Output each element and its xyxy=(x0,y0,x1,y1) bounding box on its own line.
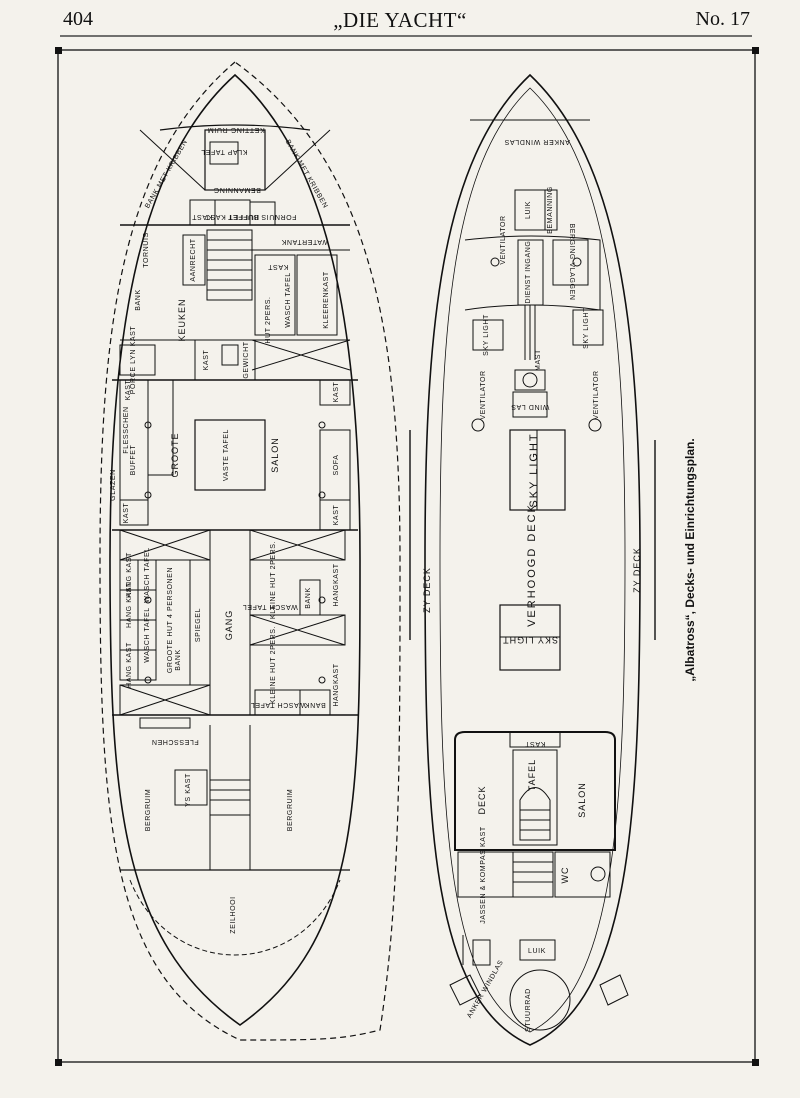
label-anker-windlas-top: ANKER WINDLAS xyxy=(504,138,570,145)
label-sky-light-1: SKY LIGHT xyxy=(483,314,490,356)
label-zeilhooi: ZEILHOOI xyxy=(230,896,237,933)
label-verhoogd-deck: VERHOOGD DECK xyxy=(526,503,538,627)
label-wasch-tafel-2: WASCH TAFEL xyxy=(144,547,151,602)
label-kast-6: KAST xyxy=(123,503,130,524)
label-deck: DECK xyxy=(477,785,487,814)
label-wasch-tafel-1: WASCH TAFEL xyxy=(285,272,292,327)
label-berging-vlaggen: BERGING VLAGGEN xyxy=(568,223,575,300)
label-hang-kast-3: HANG KAST xyxy=(126,642,133,688)
label-groote-hut: GROOTE HUT 4 PERSONEN xyxy=(167,567,174,673)
label-ventilator-1: VENTILATOR xyxy=(500,215,507,264)
label-bank-met-kribben-left: BANK MET KRIBBEN xyxy=(144,139,189,210)
label-hut-2pers-1: HUT 2PERS. xyxy=(265,296,272,343)
label-groote: GROOTE xyxy=(170,432,180,477)
label-gang: GANG xyxy=(224,610,234,641)
label-spiegel: SPIEGEL xyxy=(195,608,202,642)
label-aanrecht: AANRECHT xyxy=(190,238,197,281)
label-fornuis-buffet: FORNUIS BUFFET xyxy=(227,213,296,220)
label-wc: WC xyxy=(560,867,570,884)
label-dienst-ingang: DIENST INGANG xyxy=(525,241,532,304)
label-kast-top: KAST xyxy=(525,740,546,747)
label-glazen: GLAZEN xyxy=(110,469,117,501)
page-number: 404 xyxy=(63,8,93,30)
figure-caption: „Albatross“, Decks- und Einrichtungsplan… xyxy=(683,438,697,682)
label-zy-deck-right: ZY DECK xyxy=(632,547,642,593)
label-bergruim-1: BERGRUIM xyxy=(145,789,152,832)
label-hang-kast-2: HANG KAST xyxy=(126,582,133,628)
page-header: 404 „DIE YACHT“ No. 17 xyxy=(0,0,800,40)
label-watertank: WATERTANK xyxy=(281,238,329,245)
label-ketting-ruim: KETTING RUIM xyxy=(207,126,264,133)
label-wasch-tafel-4: WASCH TAFEL xyxy=(242,603,297,610)
label-bemanning: BEMANNING xyxy=(213,186,261,193)
label-ventilator-2: VENTILATOR xyxy=(480,370,487,419)
label-flesschen: FLESSCHEN xyxy=(123,406,130,453)
label-ventilator-3: VENTILATOR xyxy=(593,370,600,419)
label-tafel: TAFEL xyxy=(527,759,537,791)
label-sky-light-lower: SKY LIGHT xyxy=(502,635,558,645)
label-bergruim-2: BERGRUIM xyxy=(287,789,294,832)
label-bemanning-hatch: BEMANNING xyxy=(547,186,554,234)
label-bank-2: BANK xyxy=(175,649,182,670)
label-kleine-hut-2: KLEINE HUT 2PERS. xyxy=(270,626,277,704)
label-wind-las: WIND LAS xyxy=(511,403,550,410)
label-kleerenkast: KLEERENKAST xyxy=(323,271,330,329)
label-stuurrad: STUURRAD xyxy=(525,988,532,1032)
label-kast-3: KAST xyxy=(203,350,210,371)
label-buffet-kast: BUFFET KAST xyxy=(205,213,259,220)
label-keuken: KEUKEN xyxy=(177,298,187,341)
label-bank-1: BANK xyxy=(135,289,142,310)
deck-labels: ANKER WINDLAS LUIK BEMANNING VENTILATOR … xyxy=(422,138,642,1032)
label-luik: LUIK xyxy=(528,948,546,955)
label-luik-1: LUIK xyxy=(525,201,532,219)
journal-title: „DIE YACHT“ xyxy=(333,8,467,32)
label-flesschen-2: FLESSCHEN xyxy=(151,738,198,745)
label-sofa: SOFA xyxy=(333,454,340,475)
label-tornuis: TORNUIS xyxy=(143,232,150,268)
label-sky-light-main: SKY LIGHT xyxy=(528,432,540,507)
label-salon-deck: SALON xyxy=(577,782,587,818)
label-hangkast-1: HANGKAST xyxy=(333,563,340,606)
label-hang-kast-1: HANG KAST xyxy=(126,552,133,598)
label-porcelyn-kast: PORCE LYN KAST xyxy=(130,326,137,395)
label-hangkast-2: HANGKAST xyxy=(333,663,340,706)
label-yskast: YS KAST xyxy=(185,773,192,807)
label-mast: MAST xyxy=(535,349,542,371)
label-bank-3: BANK xyxy=(305,587,312,608)
label-bank-4: BANK xyxy=(304,701,325,708)
label-kast-5: KAST xyxy=(333,382,340,403)
label-wasch-tafel-3: WASCH TAFEL xyxy=(144,607,151,662)
label-kast-2: KAST xyxy=(268,263,289,270)
label-kast-7: KAST xyxy=(333,505,340,526)
label-zy-deck-left: ZY DECK xyxy=(422,567,432,613)
label-klap-tafel: KLAP TAFEL xyxy=(201,148,248,155)
label-gewicht: GEWICHT xyxy=(243,341,250,378)
plate-frame xyxy=(57,49,756,1063)
label-jassen-kompas-kast: JASSEN & KOMPAS KAST xyxy=(480,826,487,924)
label-buffet: BUFFET xyxy=(130,444,137,475)
label-wasch-tafel-5: WASCH TAFEL xyxy=(250,701,305,708)
label-kast-4: KAST xyxy=(125,380,132,401)
label-kleine-hut-1: KLEINE HUT 2PERS. xyxy=(270,541,277,619)
label-salon: SALON xyxy=(270,437,280,473)
label-vaste-tafel: VASTE TAFEL xyxy=(223,429,230,481)
label-sky-light-2: SKY LIGHT xyxy=(583,307,590,349)
deck-plan xyxy=(409,73,656,1046)
label-kast-1: KAST xyxy=(192,213,213,220)
issue-number: No. 17 xyxy=(695,8,750,30)
interior-plan xyxy=(99,61,401,1041)
label-bank-met-kribben-right: BANK MET KRIBBEN xyxy=(284,139,329,210)
